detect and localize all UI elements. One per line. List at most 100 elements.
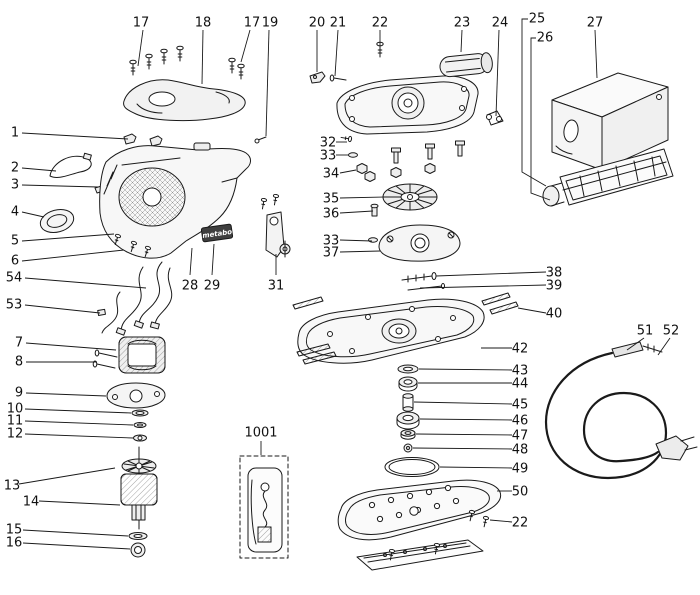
leader-line-15 xyxy=(22,529,129,537)
bearing-16 xyxy=(130,542,146,558)
leader-line-14 xyxy=(38,500,121,506)
leader-line-28 xyxy=(189,247,193,276)
nut-12 xyxy=(133,434,147,442)
nut-48 xyxy=(403,443,413,453)
ring-49 xyxy=(384,457,440,477)
part-label-35: 35 xyxy=(323,192,340,207)
leader-line-40 xyxy=(517,307,547,314)
cable-loop-2 xyxy=(49,152,92,178)
screw-icon xyxy=(271,193,280,206)
part-label-33: 33 xyxy=(320,149,337,164)
leader-line-26 xyxy=(530,37,551,201)
screw-icon xyxy=(160,48,168,65)
screw-icon xyxy=(481,515,490,528)
sanding-pad-assembly xyxy=(337,479,502,571)
pin-39 xyxy=(407,283,445,291)
leader-line-54 xyxy=(24,277,147,289)
bearing-cover-37 xyxy=(378,224,461,262)
leader-line-47 xyxy=(415,433,513,436)
part-label-24: 24 xyxy=(492,16,509,31)
part-label-1001: 1001 xyxy=(244,426,277,441)
part-label-14: 14 xyxy=(23,495,40,510)
leader-line-10 xyxy=(24,408,132,414)
leader-line-34 xyxy=(339,169,357,174)
leader-line-51 xyxy=(626,337,645,351)
part-label-11: 11 xyxy=(7,414,24,429)
leader-line-33 xyxy=(339,239,373,242)
part-label-47: 47 xyxy=(512,429,529,444)
screw-icon xyxy=(129,59,137,76)
part-label-6: 6 xyxy=(11,254,19,269)
screw-icon xyxy=(176,45,184,62)
leader-line-27 xyxy=(594,29,598,79)
rails-40 xyxy=(481,292,519,315)
part-label-9: 9 xyxy=(15,386,23,401)
screw-icon xyxy=(259,197,268,210)
bearing-46 xyxy=(396,411,420,430)
leader-line-49 xyxy=(439,466,513,469)
leader-line-45 xyxy=(413,401,513,405)
part-label-17: 17 xyxy=(133,16,150,31)
rail-strip xyxy=(292,296,324,310)
part-label-4: 4 xyxy=(11,205,19,220)
part-label-19: 19 xyxy=(262,16,279,31)
switch-rod-19 xyxy=(254,136,267,144)
brand-badge: metabo xyxy=(200,223,234,243)
washer-11 xyxy=(133,422,147,428)
part-label-29: 29 xyxy=(204,279,221,294)
leader-line-17 xyxy=(240,29,251,63)
service-kit-1001 xyxy=(239,455,289,559)
rail-strip xyxy=(302,351,337,365)
part-label-40: 40 xyxy=(546,307,563,322)
post-icon xyxy=(425,143,435,160)
leader-line-21 xyxy=(334,29,339,77)
screw-icon xyxy=(237,63,245,80)
top-cover-plate xyxy=(336,75,479,135)
leader-line-35 xyxy=(339,196,386,199)
bearing-bracket xyxy=(106,382,166,409)
switch-bracket-31 xyxy=(259,193,291,258)
cap-4 xyxy=(39,208,75,234)
armature xyxy=(120,446,158,530)
part-label-39: 39 xyxy=(546,279,563,294)
leader-line-38 xyxy=(435,271,547,277)
part-label-53: 53 xyxy=(6,298,23,313)
post-icon xyxy=(391,147,401,164)
cord-sleeve-51 xyxy=(611,341,663,358)
part-label-22: 22 xyxy=(512,516,529,531)
leader-line-13 xyxy=(18,467,116,485)
clip-24 xyxy=(486,110,504,126)
screw-icon xyxy=(340,134,353,143)
leader-line-6 xyxy=(21,249,125,262)
part-label-43: 43 xyxy=(512,364,529,379)
fan-35 xyxy=(382,183,438,211)
part-label-25: 25 xyxy=(529,12,546,27)
leader-line-29 xyxy=(211,243,215,276)
nut-icon xyxy=(390,167,402,178)
filter-frame xyxy=(542,148,674,207)
screw-38 xyxy=(401,272,437,283)
sanding-plate-50 xyxy=(337,479,502,541)
part-label-5: 5 xyxy=(11,234,19,249)
leader-line-39 xyxy=(419,284,547,289)
part-label-46: 46 xyxy=(512,414,529,429)
part-label-28: 28 xyxy=(182,279,199,294)
leader-line-18 xyxy=(201,29,204,85)
part-label-54: 54 xyxy=(6,271,23,286)
motor-wires xyxy=(97,261,173,336)
motor-housing xyxy=(99,142,251,259)
part-label-44: 44 xyxy=(512,377,529,392)
leader-line-5 xyxy=(21,233,115,242)
part-label-7: 7 xyxy=(15,336,23,351)
outlet-tube-23 xyxy=(439,52,493,78)
leader-line-22 xyxy=(489,519,513,523)
fan-assembly xyxy=(340,134,465,262)
motor-assembly xyxy=(92,336,166,558)
dust-cassette-27 xyxy=(551,72,669,171)
bearing-44 xyxy=(398,376,418,392)
handle-cover-assembly xyxy=(123,45,267,147)
nut-34 xyxy=(356,163,368,174)
nut-34 xyxy=(364,171,376,182)
nut-icon xyxy=(424,163,436,174)
